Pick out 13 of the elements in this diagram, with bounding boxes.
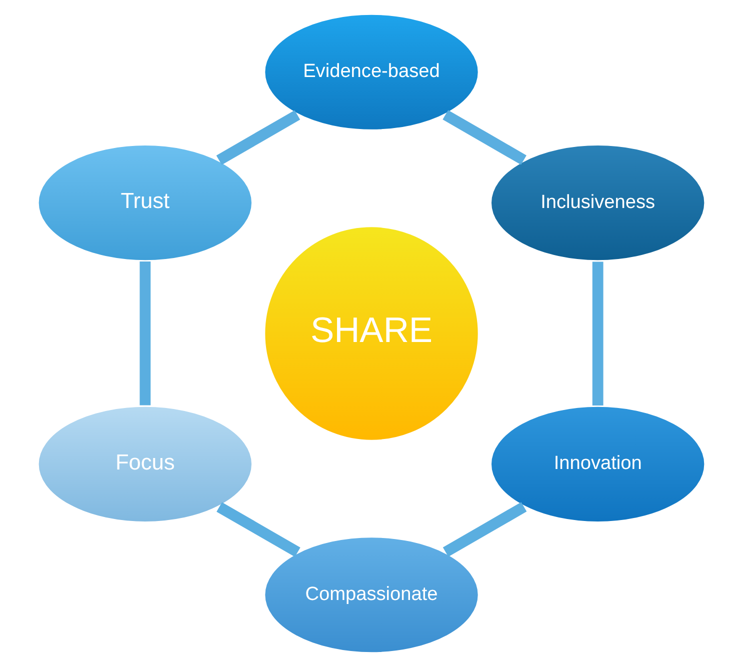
connector [442, 502, 527, 557]
connector [592, 262, 604, 406]
node-ellipse: Evidence-based [262, 12, 481, 132]
node-ellipse: Trust [36, 142, 254, 263]
connector [216, 110, 300, 165]
node-ellipse: Compassionate [262, 534, 481, 655]
node-circle: SHARE [262, 224, 481, 443]
connector [216, 502, 300, 557]
node-ellipse: Focus [36, 404, 254, 524]
connector [140, 261, 151, 406]
connector [442, 110, 526, 165]
node-ellipse: Innovation [488, 404, 707, 524]
node-ellipse: Inclusiveness [488, 142, 707, 263]
